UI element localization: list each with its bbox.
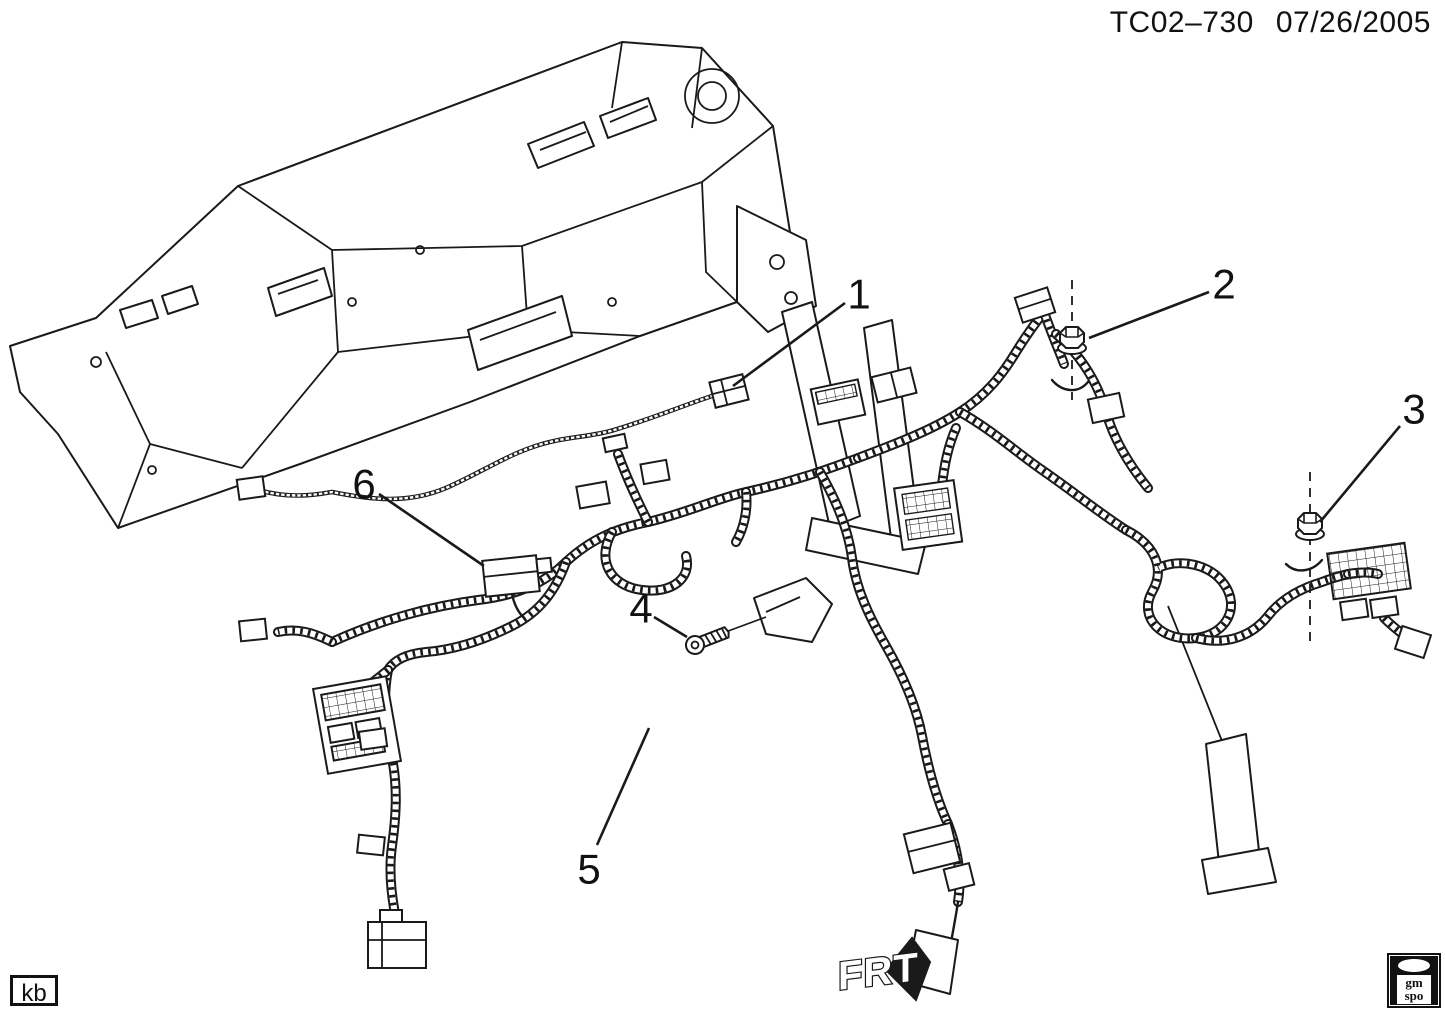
- left-end-connector: [237, 617, 269, 643]
- attachment-nut-3: [1295, 512, 1325, 541]
- callout-5: 5: [577, 727, 651, 893]
- wire-end-connector: [235, 475, 267, 501]
- callout-3: 3: [1319, 386, 1426, 523]
- relay-module: [809, 378, 867, 426]
- fuse-block-right: [1326, 541, 1412, 622]
- callout-3-label: 3: [1402, 386, 1425, 433]
- gm-logo-oval: [1398, 959, 1430, 972]
- bottom-left-connector: [367, 909, 427, 969]
- wire-clip: [601, 432, 629, 454]
- drawing-number: TC02–730: [1109, 6, 1254, 39]
- callout-4: 4: [629, 585, 688, 639]
- callout-2-label: 2: [1212, 261, 1235, 308]
- callout-5-label: 5: [577, 846, 600, 893]
- drawing-date: 07/26/2005: [1275, 6, 1431, 39]
- callout-6: 6: [352, 461, 485, 568]
- attachment-nut-2: [1057, 326, 1087, 355]
- gm-logo-line1: gm: [1405, 975, 1423, 990]
- inline-connector: [639, 458, 671, 486]
- frt-label: FRT: [838, 944, 919, 999]
- callout-4-label: 4: [629, 585, 652, 632]
- mounting-bracket: [753, 577, 833, 643]
- connector-pair: [870, 366, 918, 404]
- drawing-title: TC02–730 07/26/2005: [1110, 6, 1431, 40]
- lower-connector-small: [942, 861, 976, 893]
- inline-connector: [575, 480, 611, 510]
- mounting-screw: [685, 626, 730, 655]
- frt-direction-indicator: FRT: [837, 929, 959, 1002]
- harness-clip: [357, 727, 389, 751]
- bulkhead-connector: [892, 478, 964, 551]
- callouts: 1 2 3 4 5 6: [352, 261, 1425, 893]
- callout-1: 1: [732, 271, 871, 388]
- harness-clip: [356, 833, 386, 857]
- lower-connector: [902, 821, 962, 875]
- callout-2: 2: [1088, 261, 1236, 340]
- frt-arrow-icon: [884, 936, 932, 1002]
- antenna-lead-wire: [257, 394, 713, 501]
- callout-6-label: 6: [352, 461, 375, 508]
- callout-1-label: 1: [847, 271, 870, 318]
- harness-connectors: [235, 286, 1433, 969]
- fuse-block-left: [311, 675, 403, 775]
- fasteners: [685, 280, 1325, 655]
- steering-column-opening: [684, 68, 740, 124]
- gm-spo-logo: gm spo: [1387, 953, 1441, 1008]
- gm-logo-line2: spo: [1404, 988, 1424, 1003]
- mid-connector: [1086, 391, 1126, 425]
- upper-connector: [1013, 286, 1057, 324]
- corner-stamp: kb: [10, 975, 58, 1007]
- drop-connector-right: [1393, 624, 1433, 660]
- module-callout-6: [481, 554, 553, 598]
